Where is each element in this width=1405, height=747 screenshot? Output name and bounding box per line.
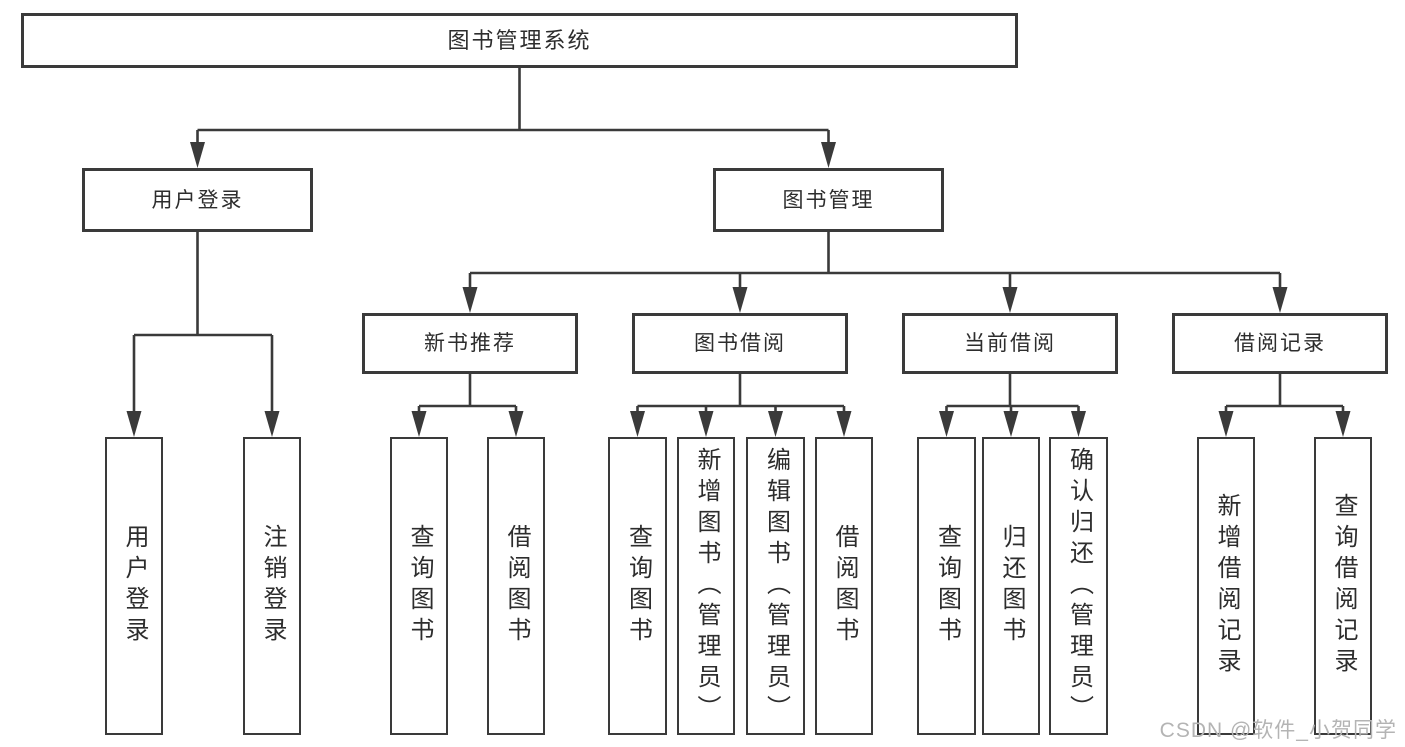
node-add-borrowing-record: 新增借阅记录 bbox=[1197, 437, 1255, 735]
node-label-book-management-module: 图书管理 bbox=[782, 188, 875, 212]
node-borrowing-records: 借阅记录 bbox=[1172, 313, 1388, 374]
arrowhead-down-icon bbox=[190, 142, 205, 168]
node-label-confirm-return-admin: 确认归还（管理员） bbox=[1065, 446, 1093, 726]
node-query-borrowing-record: 查询借阅记录 bbox=[1314, 437, 1372, 735]
node-label-edit-books-admin: 编辑图书（管理员） bbox=[762, 446, 790, 726]
node-query-books: 查询图书 bbox=[917, 437, 976, 735]
node-user-login: 用户登录 bbox=[105, 437, 163, 735]
arrowhead-down-icon bbox=[836, 411, 852, 437]
node-label-borrow-books: 借阅图书 bbox=[503, 524, 530, 648]
arrowhead-down-icon bbox=[768, 411, 783, 437]
node-label-query-books: 查询图书 bbox=[624, 524, 652, 648]
arrowhead-down-icon bbox=[1272, 287, 1288, 313]
arrowhead-down-icon bbox=[462, 287, 478, 313]
arrowhead-down-icon bbox=[411, 411, 427, 437]
node-label-new-book-recommendation: 新书推荐 bbox=[424, 332, 516, 355]
arrowhead-down-icon bbox=[1071, 411, 1086, 437]
node-library-management-system: 图书管理系统 bbox=[21, 13, 1018, 68]
arrowhead-down-icon bbox=[1335, 411, 1351, 437]
node-return-books: 归还图书 bbox=[982, 437, 1040, 735]
arrowhead-down-icon bbox=[732, 287, 748, 313]
arrowhead-down-icon bbox=[939, 411, 954, 437]
arrowhead-down-icon bbox=[698, 411, 714, 437]
node-label-return-books: 归还图书 bbox=[998, 524, 1025, 648]
csdn-watermark: CSDN @软件_小贺同学 bbox=[1159, 719, 1397, 742]
node-new-book-recommendation: 新书推荐 bbox=[362, 313, 578, 374]
node-borrow-books: 借阅图书 bbox=[815, 437, 873, 735]
node-label-library-management-system: 图书管理系统 bbox=[447, 27, 592, 53]
node-label-query-borrowing-record: 查询借阅记录 bbox=[1330, 493, 1357, 679]
node-label-add-borrowing-record: 新增借阅记录 bbox=[1213, 493, 1240, 679]
node-label-user-login: 用户登录 bbox=[121, 524, 148, 648]
arrowhead-down-icon bbox=[821, 142, 836, 168]
node-label-logout: 注销登录 bbox=[259, 524, 286, 648]
node-book-borrowing: 图书借阅 bbox=[632, 313, 848, 374]
node-query-books: 查询图书 bbox=[608, 437, 667, 735]
node-query-books: 查询图书 bbox=[390, 437, 448, 735]
node-label-add-books-admin: 新增图书（管理员） bbox=[693, 446, 720, 726]
node-user-login-module: 用户登录 bbox=[82, 168, 313, 232]
node-label-user-login-module: 用户登录 bbox=[151, 188, 244, 212]
node-confirm-return-admin: 确认归还（管理员） bbox=[1049, 437, 1108, 735]
node-label-borrowing-records: 借阅记录 bbox=[1234, 332, 1326, 355]
arrowhead-down-icon bbox=[264, 411, 280, 437]
node-current-borrowing: 当前借阅 bbox=[902, 313, 1118, 374]
arrowhead-down-icon bbox=[1003, 411, 1019, 437]
node-logout: 注销登录 bbox=[243, 437, 301, 735]
node-add-books-admin: 新增图书（管理员） bbox=[677, 437, 735, 735]
arrowhead-down-icon bbox=[630, 411, 645, 437]
node-label-current-borrowing: 当前借阅 bbox=[964, 332, 1056, 355]
node-edit-books-admin: 编辑图书（管理员） bbox=[746, 437, 805, 735]
node-label-borrow-books: 借阅图书 bbox=[831, 524, 858, 648]
arrowhead-down-icon bbox=[508, 411, 524, 437]
arrowhead-down-icon bbox=[1002, 287, 1018, 313]
node-label-book-borrowing: 图书借阅 bbox=[694, 332, 786, 355]
node-label-query-books: 查询图书 bbox=[406, 524, 433, 648]
node-label-query-books: 查询图书 bbox=[933, 524, 961, 648]
arrowhead-down-icon bbox=[1218, 411, 1234, 437]
arrowhead-down-icon bbox=[126, 411, 142, 437]
node-borrow-books: 借阅图书 bbox=[487, 437, 545, 735]
node-book-management-module: 图书管理 bbox=[713, 168, 944, 232]
